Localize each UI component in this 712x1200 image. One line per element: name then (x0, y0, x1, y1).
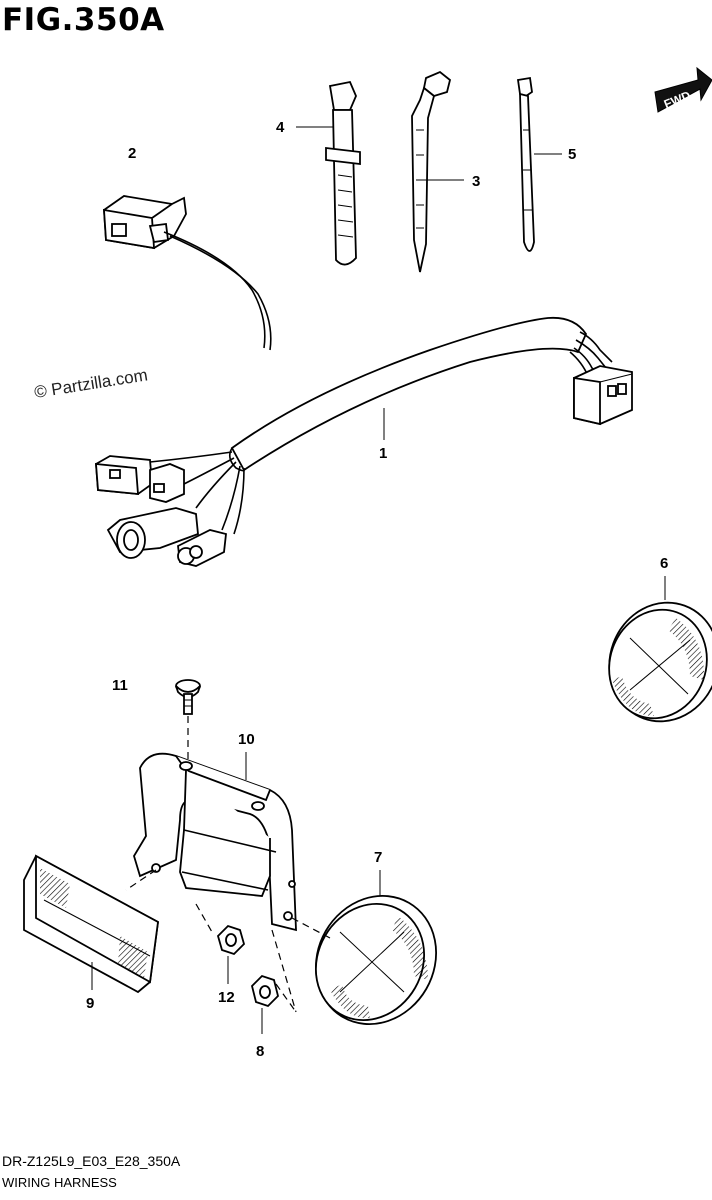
nut-part-12 (216, 924, 246, 956)
round-reflector-part-7 (314, 895, 437, 1025)
cable-tie-part-5 (516, 76, 535, 252)
callout-11: 11 (112, 677, 128, 694)
callout-10: 10 (238, 731, 255, 748)
callout-9: 9 (86, 995, 94, 1012)
round-reflector-part-6 (608, 601, 712, 723)
callout-1: 1 (379, 445, 387, 462)
callout-8: 8 (256, 1043, 264, 1060)
figure-title: FIG.350A (2, 2, 165, 38)
reflector-bracket-part-10 (133, 752, 297, 932)
callout-7: 7 (374, 849, 382, 866)
screw-part-11 (175, 679, 201, 715)
wiring-harness-part-1 (95, 316, 633, 567)
callout-4: 4 (276, 119, 285, 136)
figure-code: DR-Z125L9_E03_E28_350A (2, 1153, 181, 1169)
callout-2: 2 (128, 145, 136, 162)
switch-part-2 (103, 195, 272, 351)
callout-3: 3 (472, 173, 480, 190)
callout-5: 5 (568, 146, 576, 163)
cable-clamp-part-3 (411, 70, 452, 273)
callout-12: 12 (218, 989, 235, 1006)
callout-6: 6 (660, 555, 668, 572)
rectangular-reflector-part-9 (23, 854, 159, 994)
cable-tie-part-4 (325, 80, 361, 266)
fwd-arrow-icon: FWD (654, 66, 712, 113)
nut-part-8 (251, 974, 279, 1008)
figure-name: WIRING HARNESS (2, 1175, 117, 1190)
